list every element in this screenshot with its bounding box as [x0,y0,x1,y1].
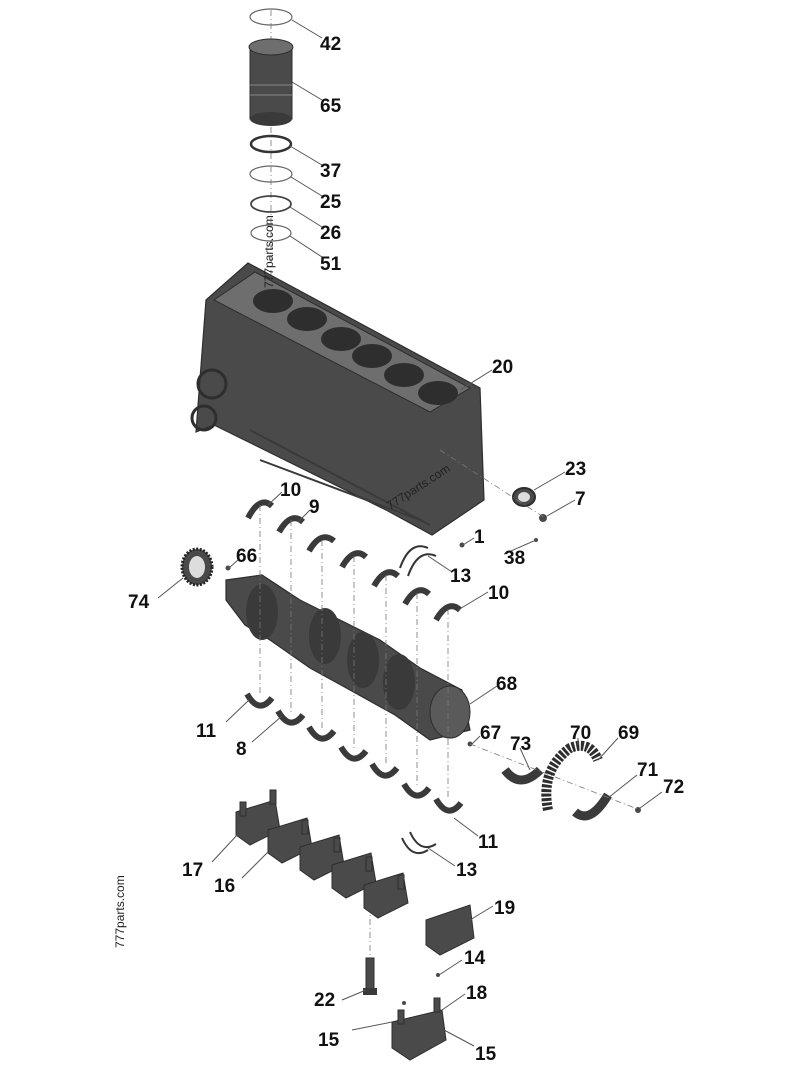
callout-26: 26 [320,223,341,244]
part-71-seal-half[interactable] [572,792,612,821]
part-68-crankshaft[interactable] [225,574,471,741]
cylinder-liner-stack [248,8,294,290]
bearing-shell[interactable] [402,587,432,606]
callout-19: 19 [494,898,515,919]
part-14-dowel[interactable] [436,973,440,977]
part-1-pin[interactable] [459,542,465,548]
callout-9: 9 [309,497,320,518]
callout-1: 1 [474,527,485,548]
part-13-thrust-washers-bottom[interactable] [401,831,437,854]
callout-38: 38 [504,548,525,569]
part-66-pin[interactable] [225,565,231,571]
callout-66: 66 [236,546,257,567]
callout-16: 16 [214,876,235,897]
part-8-bearing-shell[interactable] [275,709,306,726]
callout-14: 14 [464,948,486,969]
callout-8: 8 [236,739,247,760]
bearing-shell[interactable] [339,550,369,569]
callout-42: 42 [320,34,341,55]
part-65-cylinder-liner[interactable] [248,38,294,126]
watermark-left: 777parts.com [113,875,127,948]
callout-13-top: 13 [450,566,471,587]
callout-37: 37 [320,161,341,182]
callout-67: 67 [480,723,501,744]
callout-15-right: 15 [475,1044,497,1065]
callout-71: 71 [637,760,659,781]
callout-labels: 42 65 37 25 26 51 20 23 7 38 1 10 9 66 7… [128,34,684,1065]
part-22-bolt[interactable] [363,957,377,995]
bearing-shell[interactable] [306,534,336,553]
callout-13-bottom: 13 [456,860,477,881]
part-15-dowel[interactable] [402,1001,406,1005]
bearing-shell[interactable] [306,725,337,742]
part-42-oring[interactable] [249,8,293,26]
part-26-ring[interactable] [250,195,292,213]
part-25-ring[interactable] [249,165,293,183]
part-73-seal-half[interactable] [501,766,544,785]
part-11-bearing-shell-right[interactable] [433,797,464,814]
part-23-bushing[interactable] [512,487,536,507]
part-7-plug[interactable] [539,514,547,522]
part-19-bearing-cap[interactable] [425,904,475,956]
callout-11-right: 11 [478,832,499,853]
callout-10-top: 10 [280,480,301,501]
part-9-bearing-shell[interactable] [276,515,306,534]
part-16-17-main-bearing-caps[interactable] [235,789,409,919]
bearing-shell[interactable] [369,762,400,779]
callout-25: 25 [320,192,342,213]
watermark-top: 777parts.com [262,215,276,288]
leader-lines [157,19,663,1047]
callout-20: 20 [492,357,513,378]
callout-73: 73 [510,734,531,755]
callout-7: 7 [575,489,586,510]
callout-70: 70 [570,723,591,744]
callout-18: 18 [466,983,487,1004]
bearing-shell[interactable] [401,782,432,799]
callout-23: 23 [565,459,586,480]
callout-10-right: 10 [488,583,509,604]
callout-72: 72 [663,777,684,798]
part-74-gear[interactable] [180,547,214,587]
part-13-thrust-washers-top[interactable] [399,545,437,577]
part-37-ring[interactable] [249,134,293,154]
callout-15-left: 15 [318,1030,340,1051]
callout-11-left: 11 [196,721,217,742]
part-51-ring[interactable] [250,224,292,242]
part-10-bearing-shell-right[interactable] [433,603,463,622]
part-20-cylinder-block[interactable] [190,262,485,536]
callout-65: 65 [320,96,342,117]
alignment-lines [259,505,449,960]
part-18-bearing-cap[interactable] [391,997,447,1061]
callout-17: 17 [182,860,203,881]
callout-68: 68 [496,674,517,695]
part-10-bearing-shell[interactable] [245,499,275,520]
lower-bearing-shells [244,692,464,814]
bearing-shell[interactable] [338,745,369,762]
callout-22: 22 [314,990,335,1011]
part-11-bearing-shell[interactable] [244,692,275,709]
part-70-ring-gear[interactable] [541,740,603,811]
callout-51: 51 [320,254,342,275]
upper-bearing-shells [245,499,463,622]
callout-74: 74 [128,592,150,613]
bearing-shell[interactable] [371,569,401,588]
callout-69: 69 [618,723,639,744]
